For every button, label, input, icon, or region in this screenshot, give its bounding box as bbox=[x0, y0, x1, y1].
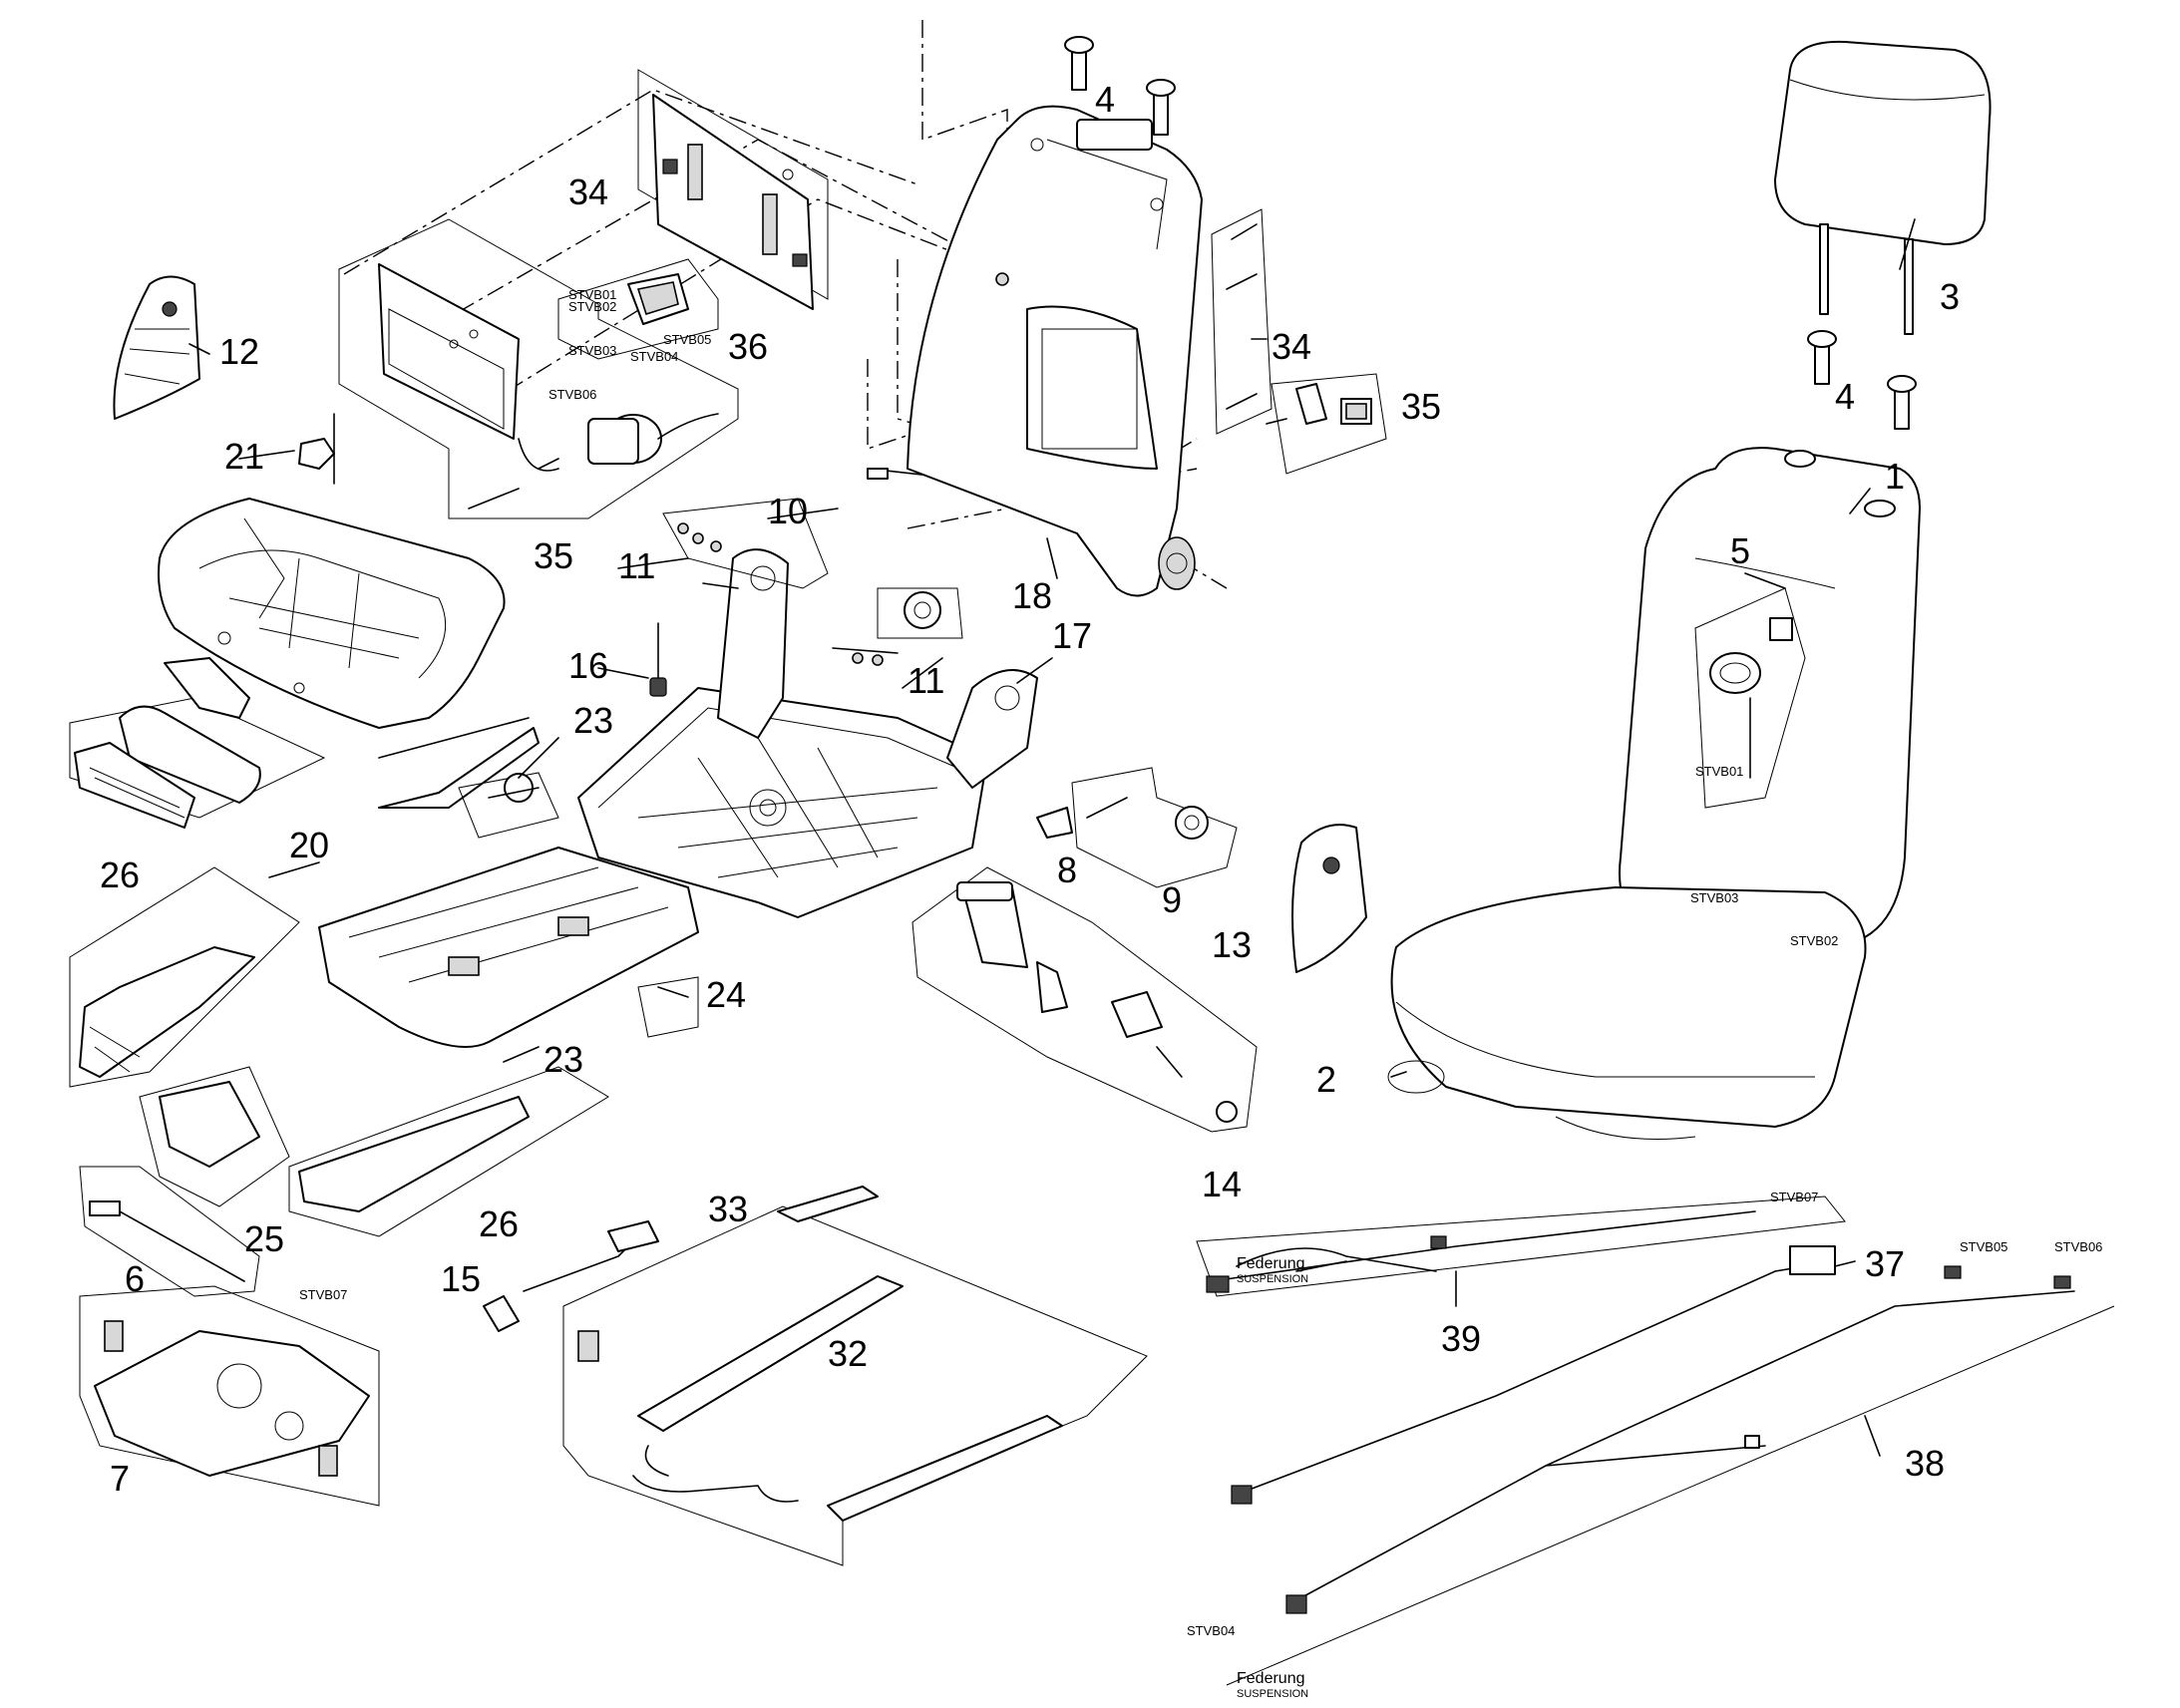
part-6-cable[interactable] bbox=[79, 1166, 260, 1297]
part-4-headrest-guides-top[interactable] bbox=[1064, 36, 1176, 136]
callout-39: 39 bbox=[1441, 1318, 1481, 1359]
callout-18: 18 bbox=[1012, 575, 1052, 616]
leader-lines bbox=[188, 218, 1916, 1457]
connector-stvb04-harness: STVB04 bbox=[1187, 1623, 1235, 1638]
callout-32: 32 bbox=[828, 1333, 868, 1374]
connector-stvb07-harness: STVB07 bbox=[1770, 1190, 1818, 1204]
callout-13: 13 bbox=[1212, 924, 1252, 965]
callout-34-right: 34 bbox=[1272, 326, 1311, 367]
connector-stvb04-module: STVB04 bbox=[630, 349, 678, 364]
callout-2: 2 bbox=[1316, 1059, 1336, 1100]
callout-15: 15 bbox=[441, 1258, 481, 1299]
callout-4-top: 4 bbox=[1095, 79, 1115, 120]
callout-3: 3 bbox=[1940, 276, 1960, 317]
federung-label-1: Federung bbox=[1237, 1255, 1305, 1272]
connector-stvb01-backrest: STVB01 bbox=[1695, 764, 1743, 779]
harness-37[interactable] bbox=[1231, 1245, 1836, 1505]
part-14-seat-belt[interactable] bbox=[911, 866, 1258, 1133]
callout-26-right: 26 bbox=[479, 1203, 519, 1244]
connector-stvb06-motor: STVB06 bbox=[548, 387, 596, 402]
callout-17: 17 bbox=[1052, 615, 1092, 656]
part-16-spring[interactable] bbox=[649, 622, 667, 697]
part-34-back-panel[interactable] bbox=[637, 69, 829, 310]
suspension-label-2: SUSPENSION bbox=[1237, 1688, 1308, 1700]
part-10-recliner-mechanism[interactable] bbox=[662, 468, 963, 639]
part-23-adjuster[interactable] bbox=[458, 772, 559, 839]
part-5-lumbar-pump[interactable] bbox=[1694, 587, 1806, 809]
part-18-backrest-frame[interactable] bbox=[907, 105, 1203, 597]
callout-1: 1 bbox=[1885, 456, 1905, 497]
part-35-lumbar-assembly[interactable] bbox=[338, 218, 739, 519]
callout-9: 9 bbox=[1162, 879, 1182, 920]
part-11-bolts[interactable] bbox=[702, 582, 899, 666]
harness-39[interactable] bbox=[1196, 1196, 1846, 1297]
callout-6: 6 bbox=[125, 1258, 145, 1299]
callout-35-left: 35 bbox=[534, 535, 573, 576]
connector-stvb05-harness: STVB05 bbox=[1960, 1239, 2007, 1254]
part-35-switch[interactable] bbox=[1271, 373, 1387, 475]
connector-stvb06-harness: STVB06 bbox=[2054, 1239, 2102, 1254]
part-12-side-cover[interactable] bbox=[113, 275, 200, 420]
suspension-label-1: SUSPENSION bbox=[1237, 1273, 1308, 1285]
part-15-lever[interactable] bbox=[483, 1220, 659, 1332]
connector-labels: STVB01 STVB02 STVB03 STVB04 STVB05 STVB0… bbox=[299, 287, 2102, 1638]
callout-23-top: 23 bbox=[573, 700, 613, 741]
connector-stvb02-module: STVB02 bbox=[568, 299, 616, 314]
part-24-floor-panel[interactable] bbox=[318, 847, 699, 1048]
callout-4-headrest: 4 bbox=[1835, 376, 1855, 417]
federung-label-2: Federung bbox=[1237, 1670, 1305, 1687]
part-20-front-trim[interactable] bbox=[69, 657, 540, 829]
callout-11-left: 11 bbox=[618, 545, 655, 586]
connector-stvb05-module: STVB05 bbox=[663, 332, 711, 347]
harness-38[interactable] bbox=[1226, 1265, 2115, 1686]
connector-stvb02-backrest: STVB02 bbox=[1790, 933, 1838, 948]
callout-23-bottom: 23 bbox=[544, 1039, 583, 1080]
callout-33: 33 bbox=[708, 1189, 748, 1229]
part-21-bracket[interactable] bbox=[298, 413, 335, 485]
part-25-trim-clip[interactable] bbox=[139, 1066, 290, 1207]
part-34-right-panel[interactable] bbox=[1211, 208, 1272, 435]
connector-stvb03-backrest: STVB03 bbox=[1690, 890, 1738, 905]
part-32-33-seat-rails[interactable] bbox=[562, 1186, 1148, 1566]
part-1-backrest-cover[interactable] bbox=[1619, 447, 1921, 938]
part-7-base-plate[interactable] bbox=[79, 1285, 380, 1507]
part-13-side-shield[interactable] bbox=[1291, 824, 1367, 973]
suspension-labels: Federung SUSPENSION Federung SUSPENSION bbox=[1237, 1255, 1308, 1700]
callout-16: 16 bbox=[568, 645, 608, 686]
part-26-right-trim[interactable] bbox=[288, 1066, 609, 1237]
callout-11-right: 11 bbox=[908, 660, 944, 701]
callout-12: 12 bbox=[219, 331, 259, 372]
callout-24: 24 bbox=[706, 974, 746, 1015]
callout-38: 38 bbox=[1905, 1443, 1945, 1484]
cushion-pan[interactable] bbox=[158, 498, 506, 729]
callout-labels: 1 2 3 4 4 5 6 7 8 9 10 11 11 12 13 14 15… bbox=[100, 79, 1960, 1499]
callout-8: 8 bbox=[1057, 850, 1077, 890]
callout-5: 5 bbox=[1730, 530, 1750, 571]
callout-14: 14 bbox=[1202, 1164, 1242, 1204]
callout-21: 21 bbox=[224, 436, 264, 477]
seat-frame[interactable] bbox=[577, 548, 1038, 918]
callout-35-right: 35 bbox=[1401, 386, 1441, 427]
callout-7: 7 bbox=[110, 1458, 130, 1499]
callout-25: 25 bbox=[244, 1218, 284, 1259]
connector-stvb01-module: STVB01 bbox=[568, 287, 616, 302]
connector-stvb07-cable: STVB07 bbox=[299, 1287, 347, 1302]
callout-34-left: 34 bbox=[568, 171, 608, 212]
part-8-9-handle-bracket[interactable] bbox=[1036, 767, 1238, 888]
callout-26-left: 26 bbox=[100, 854, 140, 895]
callout-36: 36 bbox=[728, 326, 768, 367]
part-36-control-module[interactable] bbox=[557, 258, 719, 360]
callout-10: 10 bbox=[768, 491, 808, 531]
part-3-headrest[interactable] bbox=[1774, 40, 1992, 430]
callout-37: 37 bbox=[1865, 1243, 1905, 1284]
part-2-seat-cushion[interactable] bbox=[1387, 886, 1867, 1140]
part-26-left-trim[interactable] bbox=[69, 866, 300, 1088]
connector-stvb03-module: STVB03 bbox=[568, 343, 616, 358]
callout-20: 20 bbox=[289, 825, 329, 865]
